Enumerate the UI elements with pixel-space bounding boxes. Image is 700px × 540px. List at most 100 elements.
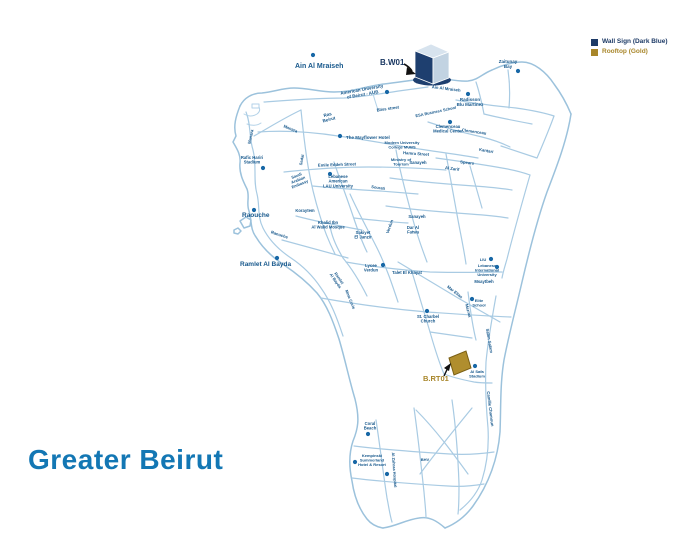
map-label: RamletAl Bayda (329, 270, 347, 290)
map-label: Clemenceau (462, 127, 488, 135)
location-dot-icon[interactable] (472, 363, 478, 369)
road (443, 373, 493, 384)
road (419, 407, 473, 475)
road (445, 153, 467, 265)
location-dot-icon[interactable] (327, 171, 333, 177)
road (455, 99, 555, 117)
map-label: Salim Salam (485, 328, 494, 353)
road (385, 205, 509, 219)
location-dot-icon[interactable] (384, 89, 390, 95)
map-label: Camille Chamoun (486, 391, 495, 427)
map-label: Spears (460, 159, 475, 166)
road (349, 193, 399, 303)
map-label: Mazraa (464, 303, 473, 318)
map-label: Sanayeh (409, 160, 427, 165)
location-dot-icon[interactable] (494, 264, 500, 270)
location-dot-icon[interactable] (352, 459, 358, 465)
map-label: Bliss street (376, 104, 400, 112)
map-label: Raouche (270, 229, 289, 239)
coastline (444, 113, 572, 529)
location-dot-icon[interactable] (465, 91, 471, 97)
brt01-sign[interactable] (448, 350, 472, 376)
road (243, 106, 261, 117)
location-dot-icon[interactable] (469, 296, 475, 302)
road (263, 86, 429, 103)
road (345, 261, 503, 274)
road (507, 69, 511, 109)
location-dot-icon[interactable] (260, 165, 266, 171)
location-dot-icon[interactable] (251, 207, 257, 213)
map-label: Ain Al Mraiseh (432, 84, 462, 93)
wall-sign-swatch-icon (591, 39, 598, 46)
location-dot-icon[interactable] (447, 119, 453, 125)
legend-item-wall-sign: Wall Sign (Dark Blue) (591, 39, 668, 46)
map-label: Al Zarif (445, 165, 461, 172)
map-label: Al Zahraa Hospital (391, 452, 398, 487)
location-dot-icon[interactable] (424, 308, 430, 314)
map-label: Msaytbeh (474, 279, 494, 284)
road (371, 89, 379, 111)
map-label: Talet El Khayat (392, 270, 422, 275)
road (389, 177, 513, 191)
road-network (232, 61, 572, 529)
legend-item-rooftop: Rooftop (Gold) (591, 49, 668, 56)
legend: Wall Sign (Dark Blue) Rooftop (Gold) (591, 39, 668, 56)
coastline (382, 516, 446, 529)
road (413, 407, 427, 519)
location-dot-icon[interactable] (380, 262, 386, 268)
location-dot-icon[interactable] (515, 68, 521, 74)
bw01-arrowhead-icon (406, 67, 416, 75)
road (300, 109, 336, 255)
location-dot-icon[interactable] (310, 52, 316, 58)
road (353, 445, 495, 455)
road (429, 331, 473, 339)
road (253, 109, 302, 137)
location-dot-icon[interactable] (384, 471, 390, 477)
sign-markers: B.W01 B.RT01 (380, 43, 472, 383)
road (397, 261, 501, 323)
map-label: Sadat (298, 153, 305, 165)
road (311, 185, 419, 195)
brt01-label[interactable]: B.RT01 (423, 374, 449, 383)
map-label: RasBeirut (321, 110, 337, 123)
road (435, 157, 531, 176)
page-title: Greater Beirut (28, 444, 224, 475)
map-label: Sourati (371, 184, 385, 191)
location-dot-icon[interactable] (274, 255, 280, 261)
road (375, 419, 393, 523)
map-label: Ain Al Mraiseh (295, 63, 343, 70)
location-dot-icon[interactable] (365, 431, 371, 437)
bw01-label[interactable]: B.W01 (380, 58, 405, 67)
location-dot-icon[interactable] (488, 256, 494, 262)
legend-label-rooftop: Rooftop (Gold) (602, 48, 648, 56)
location-dot-icon[interactable] (337, 133, 343, 139)
road (427, 121, 511, 148)
road (475, 81, 485, 115)
road (469, 165, 483, 209)
map-label: LIU (480, 257, 487, 262)
coastline (232, 105, 384, 529)
map-label: SaudiArabianEmbassy (287, 170, 309, 190)
map-label: Mme Curie (344, 289, 357, 311)
road (451, 399, 460, 515)
map-label: Ramlet Al Bayda (240, 261, 291, 268)
legend-label-wall-sign: Wall Sign (Dark Blue) (602, 38, 668, 46)
map-label: Sanayeh (408, 214, 426, 219)
road (415, 409, 469, 475)
coastline (233, 227, 242, 235)
bw01-box-side[interactable] (432, 51, 450, 85)
